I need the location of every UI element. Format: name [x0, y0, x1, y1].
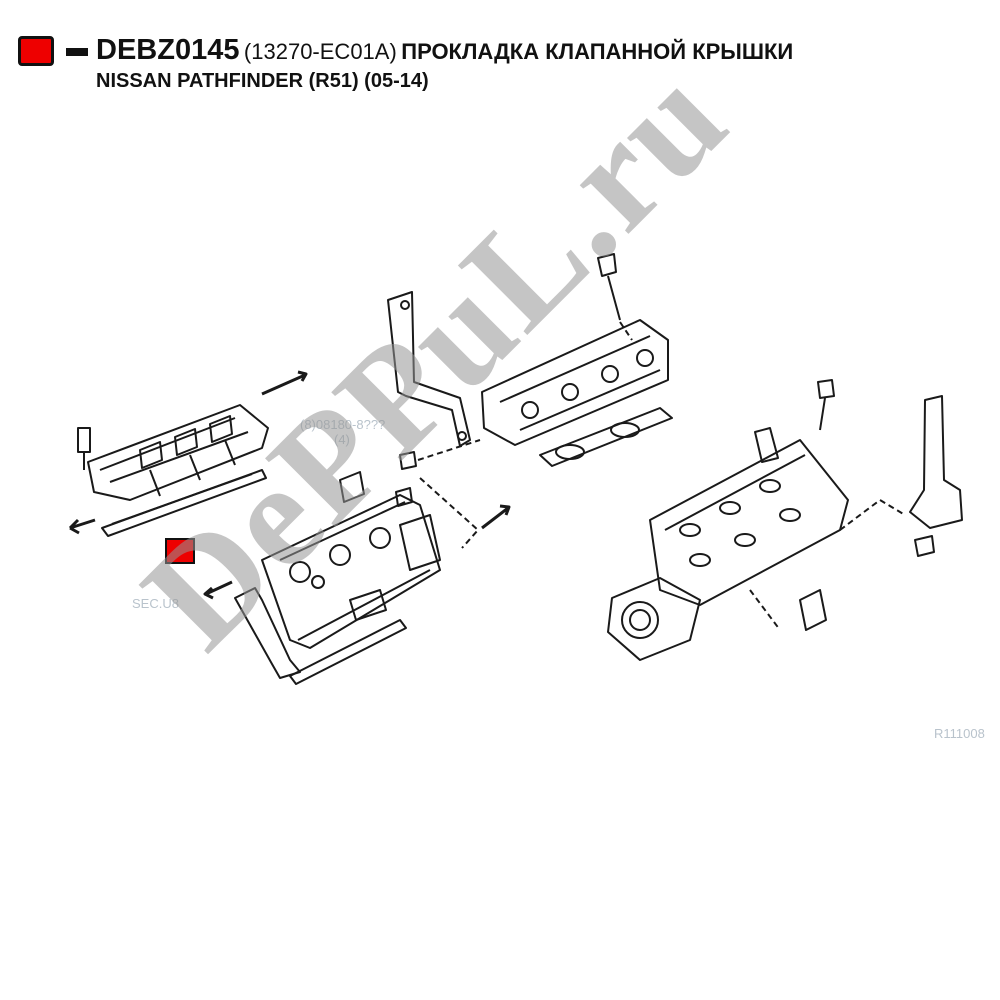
- right-valve-cover-gasket: [539, 407, 673, 467]
- left-valve-cover: [87, 404, 269, 501]
- mounting-bracket: [387, 291, 471, 447]
- dashed-leader-top: [619, 321, 633, 341]
- part-code: DEBZ0145: [96, 34, 240, 66]
- part-reference-label: (8)08180-8???: [300, 417, 386, 432]
- left-valve-cover-gasket: [101, 469, 267, 537]
- right-bolt: [817, 379, 835, 431]
- top-bolt: [597, 253, 621, 321]
- dashed-leader-center: [419, 477, 479, 549]
- figure-code-label: R111008: [934, 726, 985, 741]
- right-small-part: [799, 589, 827, 631]
- dashed-leader-mid: [417, 439, 481, 461]
- sec-reference-label: SEC.U8: [132, 596, 179, 611]
- right-engine-block: [607, 439, 849, 661]
- small-bolt: [399, 451, 417, 470]
- header: DEBZ0145 (13270-EC01A) ПРОКЛАДКА КЛАПАНН…: [14, 34, 994, 104]
- center-gasket: [234, 587, 407, 685]
- center-bolt: [339, 471, 413, 507]
- right-bracket: [909, 395, 963, 557]
- top-arrow-icon: [261, 370, 308, 396]
- legend-marker-icon: [18, 36, 54, 66]
- oem-number: (13270-EC01A): [243, 39, 397, 64]
- part-description: ПРОКЛАДКА КЛАПАННОЙ КРЫШКИ: [401, 39, 794, 64]
- vehicle-label: NISSAN PATHFINDER (R51) (05-14): [96, 70, 429, 92]
- left-bolt: [77, 427, 91, 470]
- dash-icon: [66, 48, 88, 56]
- gasket-position-marker-icon: [165, 538, 195, 564]
- center-cylinder-head: [261, 494, 441, 649]
- quantity-label: (4): [334, 432, 350, 447]
- lower-arrow-icon: [203, 580, 233, 600]
- dashed-leader-right: [749, 499, 906, 631]
- right-valve-cover: [481, 319, 669, 446]
- sleeve-part: [754, 427, 779, 463]
- center-arrow-icon: [481, 504, 511, 530]
- left-arrow-icon: [68, 518, 96, 535]
- title-line: DEBZ0145 (13270-EC01A) ПРОКЛАДКА КЛАПАНН…: [96, 34, 793, 67]
